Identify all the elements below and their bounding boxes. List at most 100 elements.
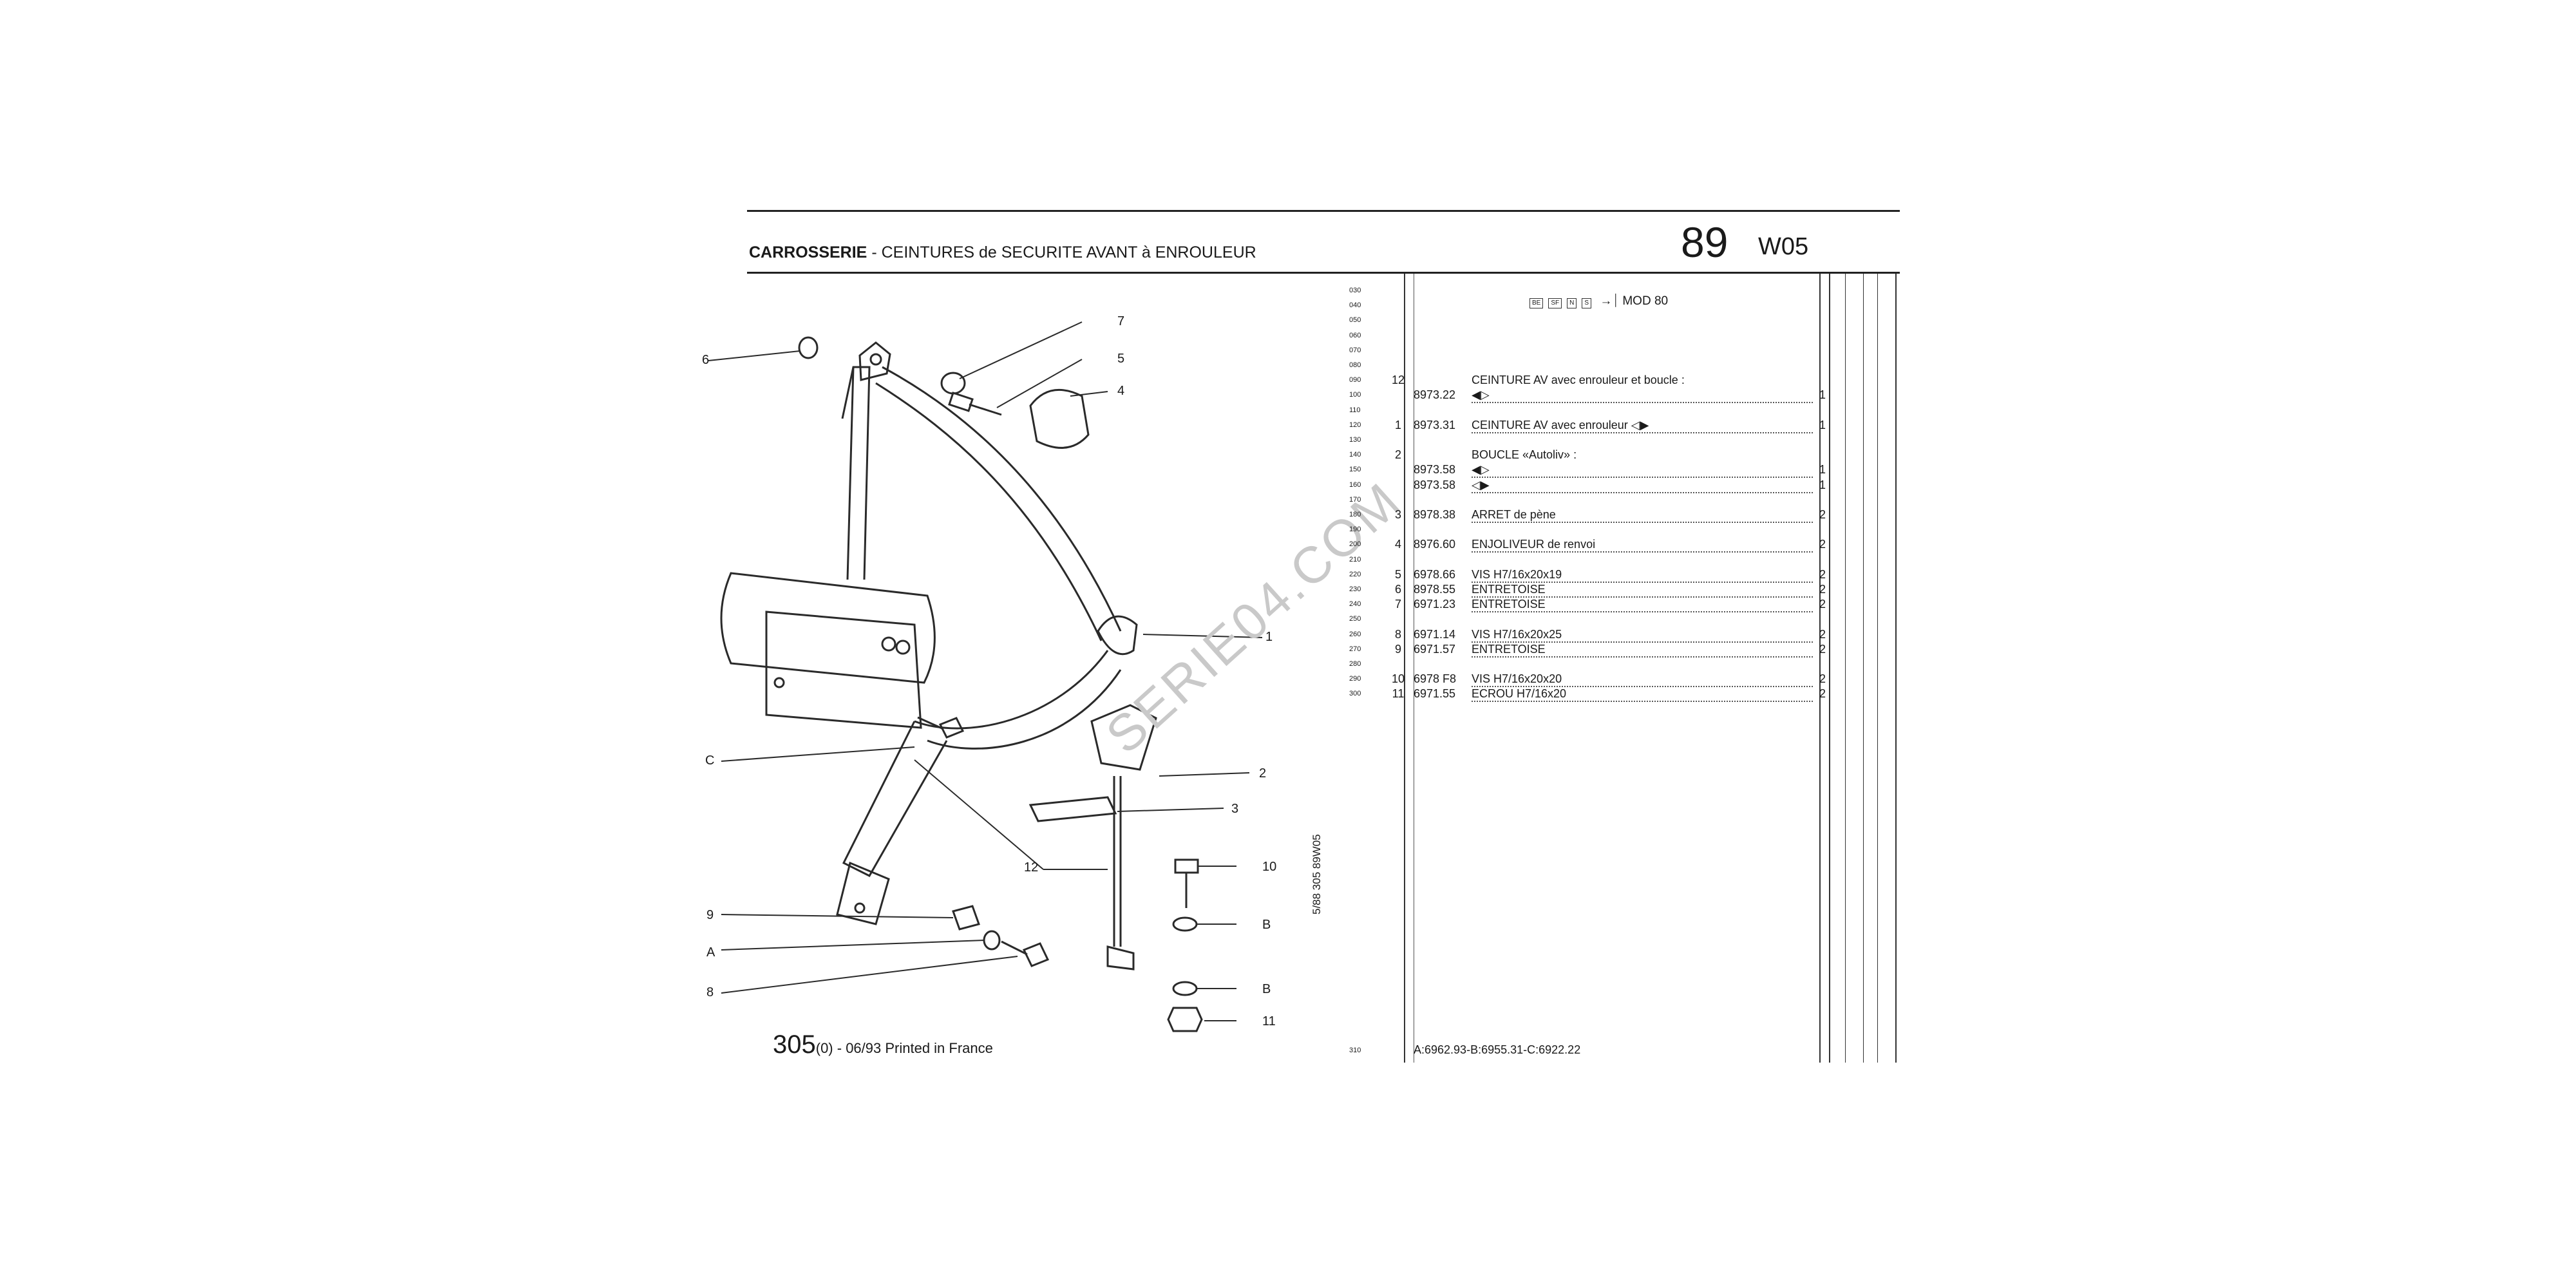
line-number: 060 [1349,331,1361,339]
part-item-number: 4 [1394,538,1401,551]
callout-c: C [705,753,715,768]
part-quantity: 2 [1819,583,1826,596]
line-number: 250 [1349,615,1361,623]
line-number: 140 [1349,451,1361,459]
model-code-box: S [1582,298,1592,308]
part-quantity: 2 [1819,687,1826,701]
model-code-box: N [1567,298,1577,308]
part-row: 8973.22◀▷1 [1349,388,1903,404]
part-item-number: 11 [1392,687,1405,701]
part-description: ENTRETOISE [1472,583,1813,598]
part-reference: 8973.58 [1414,478,1456,491]
line-number: 130 [1349,436,1361,444]
line-number: 160 [1349,480,1361,489]
part-quantity: 2 [1819,672,1826,686]
callout-5: 5 [1117,352,1125,366]
line-number: 050 [1349,316,1361,325]
side-reference-code: 5/88 305 89W05 [1311,834,1323,914]
part-row: 8973.58 ◀▷ 1 [1349,463,1903,478]
callout-4: 4 [1117,384,1125,398]
part-quantity: 1 [1819,463,1826,477]
page-title: CARROSSERIE - CEINTURES de SECURITE AVAN… [749,243,1256,261]
line-number: 190 [1349,526,1361,534]
part-reference: 6978.66 [1414,567,1456,581]
callout-2: 2 [1259,766,1267,781]
callout-6: 6 [702,353,710,367]
part-reference: 8973.58 [1414,463,1456,477]
callout-1: 1 [1265,630,1273,644]
callout-b-upper: B [1262,918,1271,932]
part-reference: 6971.57 [1414,642,1456,656]
part-row: 8 6971.14 VIS H7/16x20x25 2 [1349,627,1903,643]
part-quantity: 2 [1819,567,1826,581]
part-description: ◀▷ [1472,463,1813,478]
line-number: 230 [1349,585,1361,593]
line-number: 270 [1349,645,1361,653]
part-description: VIS H7/16x20x25 [1472,628,1813,643]
col-divider [1829,274,1830,1063]
part-row: 8973.58◁▶1 [1349,478,1903,493]
part-description: ENJOLIVEUR de renvoi [1472,538,1813,553]
line-number: 070 [1349,346,1361,354]
line-number: 110 [1349,406,1361,414]
line-number: 030 [1349,287,1361,294]
part-item-number: 1 [1394,418,1401,431]
line-number: 220 [1349,570,1361,578]
line-number: 180 [1349,511,1361,518]
line-number: 260 [1349,630,1361,638]
page-number: 89 [1681,218,1728,266]
part-item-number: 10 [1391,672,1405,686]
part-reference: 8978.38 [1414,508,1456,521]
callout-3: 3 [1231,802,1239,816]
part-description: VIS H7/16x20x19 [1472,568,1813,583]
part-reference: 6971.55 [1414,687,1456,701]
top-rule [747,210,1900,212]
model-code-box: BE [1530,298,1544,308]
line-number: 150 [1349,466,1361,474]
arrow-icon: →⏐ [1600,294,1620,308]
part-quantity: 2 [1819,508,1826,521]
line-number: 300 [1349,690,1361,698]
part-item-number: 2 [1394,448,1401,462]
line-number: 080 [1349,361,1361,369]
part-reference: 6971.14 [1414,627,1456,641]
part-reference: 8976.60 [1414,538,1456,551]
header-rule [747,272,1900,274]
callout-12: 12 [1024,860,1039,875]
part-row: 9 6971.57 ENTRETOISE 2 [1349,642,1903,658]
part-description: ENTRETOISE [1472,643,1813,658]
part-description: ARRET de pène [1472,508,1813,523]
part-quantity: 2 [1819,642,1826,656]
callout-11: 11 [1262,1014,1276,1028]
callout-10: 10 [1262,860,1277,874]
model-filter-label: MOD 80 [1622,294,1669,308]
part-description: ◁▶ [1472,478,1813,493]
col-divider [1845,274,1846,1063]
part-description: VIS H7/16x20x20 [1472,672,1813,688]
line-number: 210 [1349,555,1361,564]
part-item-number: 8 [1394,627,1401,641]
part-description: ECROU H7/16x20 [1472,687,1813,703]
callout-9: 9 [706,908,714,922]
line-number: 040 [1349,301,1361,310]
part-quantity: 2 [1819,627,1826,641]
line-number: 290 [1349,675,1361,683]
line-number: 170 [1349,495,1361,504]
line-number: 090 [1349,376,1361,384]
part-item-number: 7 [1394,598,1401,611]
part-description: CEINTURE AV avec enrouleur et boucle : [1472,374,1685,387]
part-quantity: 2 [1819,598,1826,611]
callout-a: A [706,945,715,960]
bottom-reference-row: 310 A:6962.93-B:6955.31-C:6922.22 [1349,1043,1581,1056]
col-divider [1895,274,1897,1063]
part-description: CEINTURE AV avec enrouleur ◁▶ [1472,419,1813,433]
seatbelt-exploded-diagram [708,321,1263,1032]
part-item-number: 9 [1394,642,1401,656]
